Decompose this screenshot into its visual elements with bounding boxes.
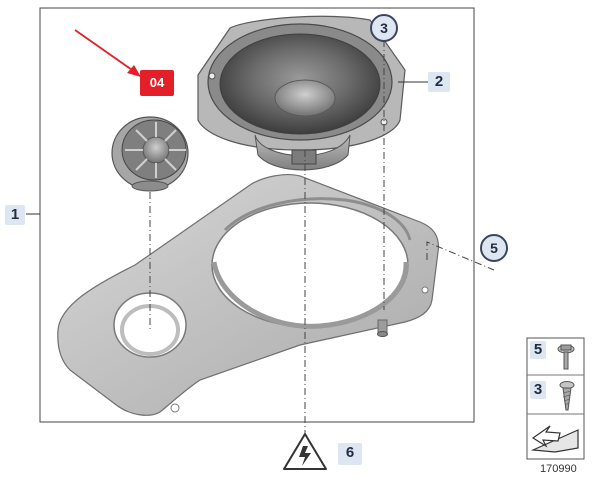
woofer-speaker xyxy=(197,15,406,171)
screw-icon-2 xyxy=(559,381,575,411)
legend-label-5: 5 xyxy=(530,341,546,359)
legend-label-3: 3 xyxy=(530,381,546,399)
callout-part-1[interactable]: 1 xyxy=(5,205,25,225)
bolt-icon xyxy=(299,446,311,466)
callout-part-3[interactable]: 3 xyxy=(370,14,398,42)
callout-part-5[interactable]: 5 xyxy=(480,234,508,262)
arrow-wedge-icon xyxy=(530,425,579,453)
screw-icon xyxy=(557,344,575,370)
mounting-plate xyxy=(57,173,440,416)
assembly-lines xyxy=(149,40,495,440)
tweeter-speaker xyxy=(111,116,189,192)
highlight-badge[interactable]: 04 xyxy=(140,70,174,96)
diagram-frame xyxy=(39,7,475,423)
arrow-icon xyxy=(74,29,141,77)
callout-part-6[interactable]: 6 xyxy=(338,443,362,465)
callout-part-2[interactable]: 2 xyxy=(428,72,450,92)
warning-triangle-icon xyxy=(283,433,327,470)
diagram-code: 170990 xyxy=(540,463,577,475)
